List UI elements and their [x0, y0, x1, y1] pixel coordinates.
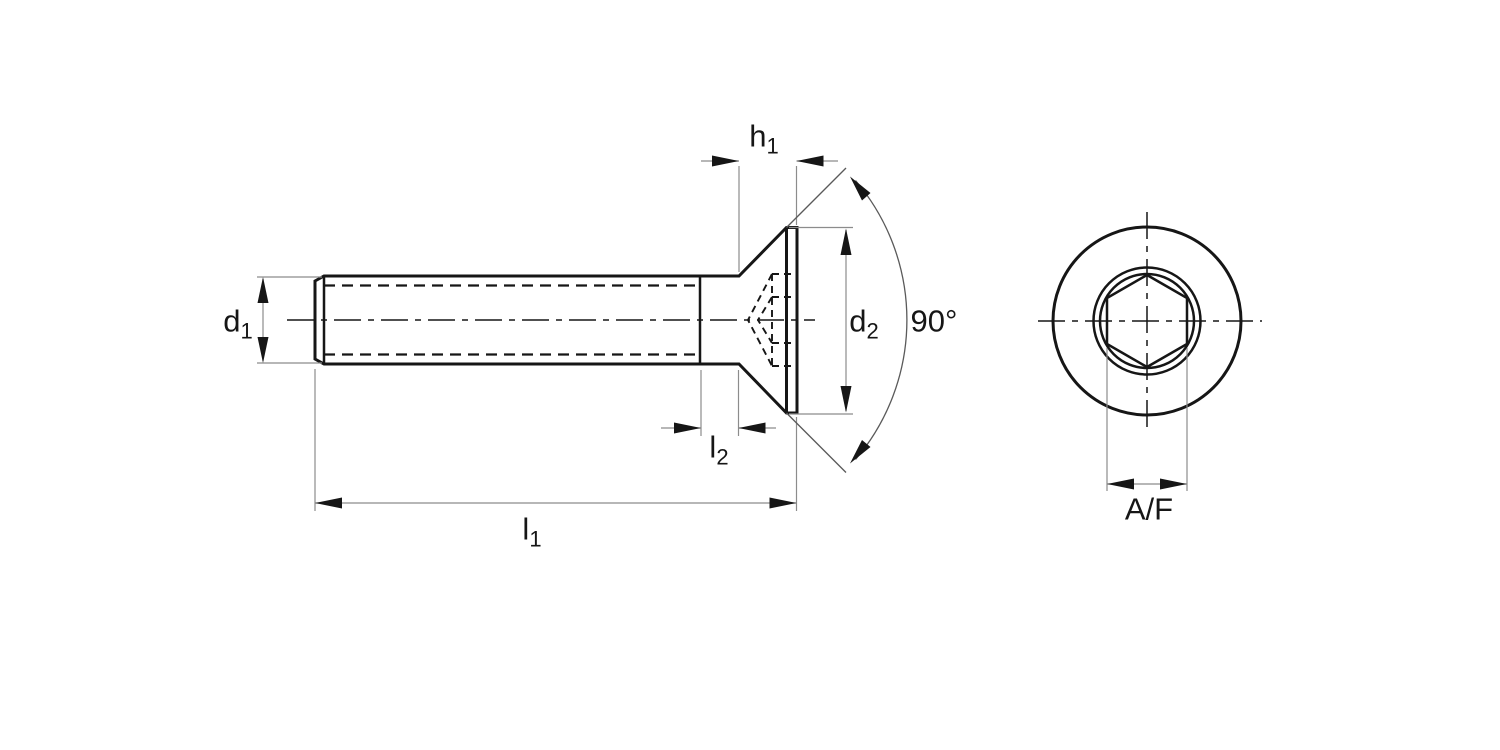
label-d1: d1 [223, 303, 253, 344]
label-l1: l1 [522, 511, 542, 552]
af-dimension [1106, 348, 1188, 491]
arc-arrow-bottom-icon [850, 440, 871, 464]
screw-silhouette [313, 226, 799, 415]
thread-hidden-lines [324, 284, 700, 356]
countersink-angle-dimension [786, 167, 908, 473]
d2-dimension [789, 226, 853, 415]
arrow-up-icon [257, 277, 269, 303]
h1-dimension [701, 155, 838, 272]
angle-arc [855, 180, 908, 460]
arc-arrow-top-icon [850, 176, 871, 201]
arrow-right-icon [769, 497, 797, 509]
arrow-down-icon [257, 337, 269, 363]
l2-dimension [661, 370, 776, 436]
label-l2: l2 [709, 429, 729, 470]
arrow-right-icon [1160, 478, 1187, 490]
arrow-up-icon [840, 228, 852, 255]
side-view [257, 155, 908, 511]
end-view [1038, 212, 1262, 491]
label-h1: h1 [749, 118, 779, 159]
arrow-down-icon [840, 386, 852, 413]
arrow-left-icon [738, 422, 766, 434]
arrow-left-icon [796, 155, 824, 167]
l1-dimension [314, 369, 798, 511]
arrow-right-icon [712, 155, 739, 167]
d1-dimension [257, 276, 322, 364]
arrow-left-icon [315, 497, 342, 509]
label-d2: d2 [849, 303, 879, 344]
arrow-left-icon [1107, 478, 1134, 490]
label-af: A/F [1124, 491, 1174, 527]
label-angle: 90° [910, 303, 958, 339]
arrow-right-icon [674, 422, 701, 434]
